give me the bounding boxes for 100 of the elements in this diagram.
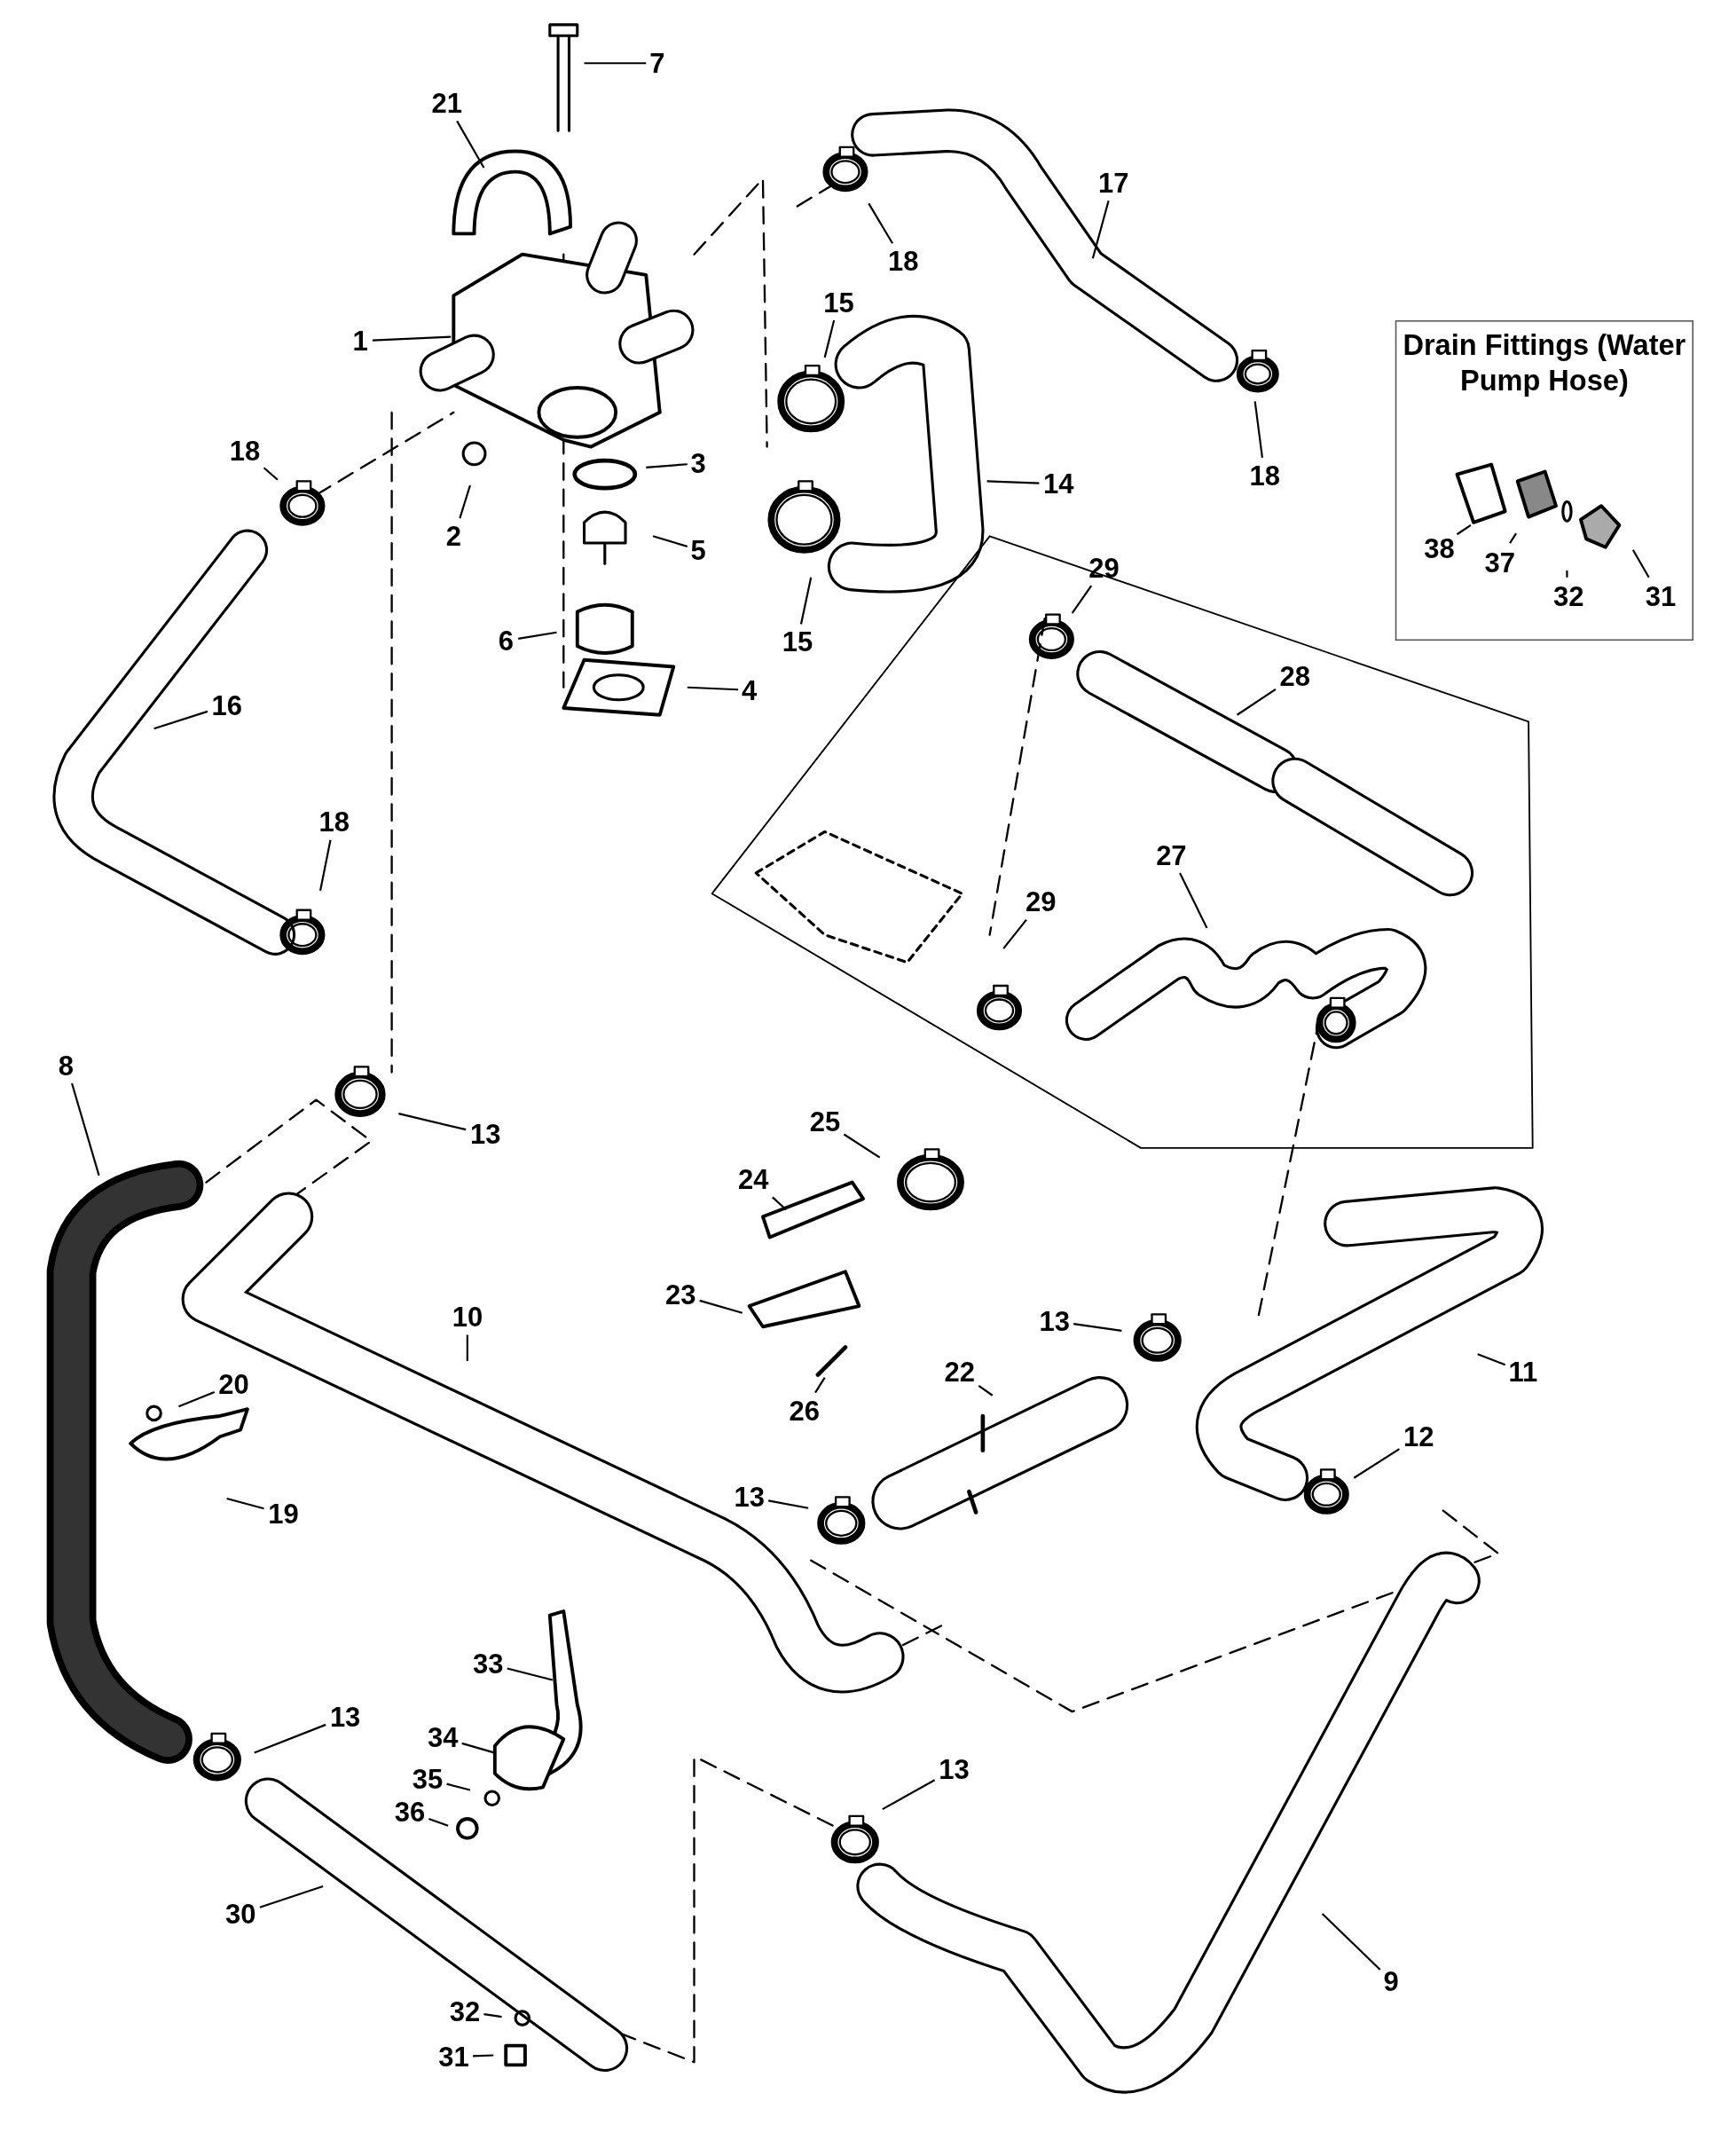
callout-number: 18: [228, 436, 262, 467]
leader-line: [772, 1196, 788, 1211]
callout-number: 18: [886, 246, 920, 277]
leader-line: [584, 62, 647, 65]
leader-line: [459, 484, 471, 519]
leader-line: [71, 1082, 100, 1176]
leader-line: [318, 839, 332, 892]
leader-line: [767, 1499, 809, 1509]
callout-number: 10: [451, 1302, 484, 1333]
callout-number: 15: [781, 626, 814, 657]
leader-line: [978, 1384, 994, 1397]
leader-line: [446, 1782, 471, 1791]
callout-number: 15: [821, 287, 856, 318]
callout-number: 35: [411, 1764, 444, 1795]
leader-line: [1071, 585, 1093, 614]
callout-number: 18: [317, 807, 351, 838]
inset-title: Drain Fittings (Water Pump Hose): [1402, 327, 1687, 398]
callout-number: 32: [448, 1995, 482, 2026]
callout-number: 31: [436, 2042, 471, 2073]
leader-line: [398, 1113, 467, 1131]
leader-line: [1236, 688, 1277, 716]
callout-number: 11: [1507, 1357, 1539, 1388]
callout-number: 33: [471, 1648, 506, 1679]
leader-line: [1509, 532, 1517, 544]
leader-line: [1321, 1913, 1381, 1971]
leader-line: [483, 2013, 502, 2018]
leader-line: [646, 463, 688, 468]
callout-number: 24: [736, 1164, 771, 1195]
callout-number: 17: [1096, 168, 1131, 199]
callout-number: 36: [393, 1797, 427, 1828]
callout-number: 2: [444, 521, 463, 552]
callout-number: 25: [808, 1106, 842, 1137]
callout-number: 13: [328, 1702, 362, 1733]
callout-number: 3: [689, 448, 708, 479]
leader-line: [456, 120, 485, 169]
inset-panel: [1395, 320, 1693, 641]
leader-line: [1002, 918, 1027, 949]
callout-number: 14: [1041, 468, 1076, 500]
callout-number: 13: [1037, 1306, 1072, 1337]
leader-line: [699, 1299, 743, 1314]
leader-line: [1456, 524, 1472, 536]
callout-number: 7: [648, 48, 666, 79]
callout-number: 21: [430, 88, 464, 119]
callout-number: 20: [216, 1369, 251, 1400]
leader-line: [986, 480, 1040, 484]
leader-line: [507, 1667, 554, 1681]
callout-number: 9: [1382, 1965, 1401, 1996]
leader-line: [1253, 401, 1263, 459]
leader-line: [372, 335, 452, 342]
leader-line: [1353, 1448, 1400, 1479]
leader-line: [1179, 872, 1208, 929]
leader-line: [263, 467, 279, 481]
leader-line: [259, 1885, 324, 1908]
leader-line: [1091, 200, 1110, 259]
callout-number: 34: [426, 1722, 460, 1753]
leader-line: [1477, 1353, 1506, 1366]
callout-number: 31: [1644, 581, 1678, 612]
callout-number: 6: [497, 626, 515, 657]
leader-line: [226, 1497, 264, 1510]
callout-number: 37: [1482, 547, 1517, 578]
leader-line: [843, 1133, 881, 1159]
leader-line: [466, 1334, 468, 1361]
callout-number: 27: [1154, 839, 1189, 870]
leader-line: [799, 577, 813, 625]
callout-number: 8: [57, 1050, 75, 1081]
callout-number: 16: [210, 689, 244, 720]
callout-number: 29: [1087, 552, 1121, 583]
callout-number: 19: [266, 1498, 301, 1530]
callout-number: 28: [1278, 661, 1312, 692]
callout-number: 26: [787, 1395, 821, 1426]
callout-number: 13: [937, 1754, 971, 1785]
leader-line: [687, 686, 739, 691]
callout-number: 13: [732, 1482, 766, 1513]
leader-line: [823, 319, 836, 358]
leader-line: [882, 1779, 936, 1811]
leader-line: [153, 710, 208, 730]
leader-line: [652, 535, 688, 547]
leader-line: [1073, 1323, 1122, 1332]
leader-line: [254, 1723, 326, 1754]
leader-line: [1566, 570, 1568, 578]
callout-number: 5: [689, 534, 708, 565]
leader-line: [518, 631, 557, 640]
callout-number: 30: [224, 1898, 258, 1929]
callout-number: 22: [942, 1357, 977, 1388]
callout-number: 4: [740, 674, 758, 705]
callout-number: 29: [1024, 886, 1057, 917]
callout-number: 32: [1552, 581, 1585, 612]
callout-number: 23: [664, 1279, 697, 1310]
callout-number: 38: [1422, 533, 1457, 564]
leader-line: [868, 202, 893, 244]
leader-line: [428, 1817, 449, 1827]
leader-line: [461, 1742, 496, 1754]
callout-number: 13: [468, 1119, 502, 1150]
leader-line: [1631, 549, 1650, 578]
leader-line: [473, 2054, 494, 2058]
callout-number: 12: [1402, 1421, 1436, 1452]
callout-number: 18: [1247, 460, 1282, 492]
callout-number: 1: [350, 326, 370, 357]
leader-line: [178, 1391, 216, 1408]
leader-line: [814, 1377, 826, 1394]
